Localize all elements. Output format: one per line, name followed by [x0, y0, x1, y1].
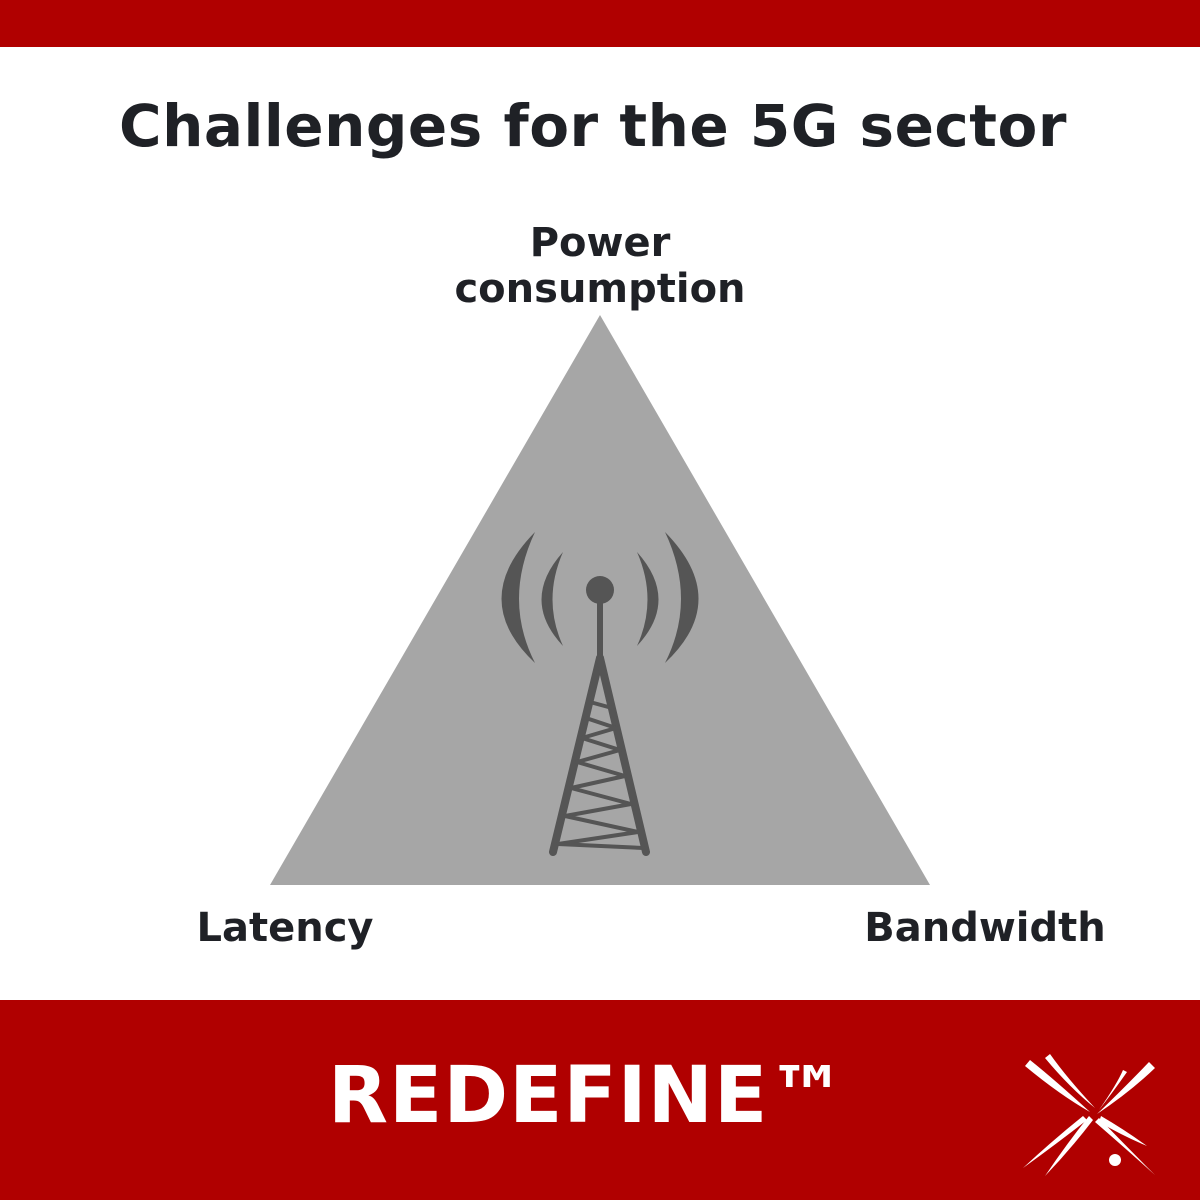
triangle-diagram — [270, 315, 930, 885]
redefine-logo-icon — [1023, 1054, 1155, 1176]
top-accent-bar — [0, 0, 1200, 47]
footer-bar — [0, 1000, 1200, 1200]
power-consumption-label: Power consumption — [400, 220, 800, 312]
latency-label: Latency — [196, 905, 374, 951]
bandwidth-label: Bandwidth — [864, 905, 1106, 951]
top-label-line2: consumption — [454, 266, 746, 312]
brand-name: REDEFINE™ — [328, 1051, 848, 1141]
top-label-line1: Power — [529, 220, 671, 266]
radio-tower-icon — [501, 532, 699, 856]
page-title: Challenges for the 5G sector — [119, 92, 1067, 160]
